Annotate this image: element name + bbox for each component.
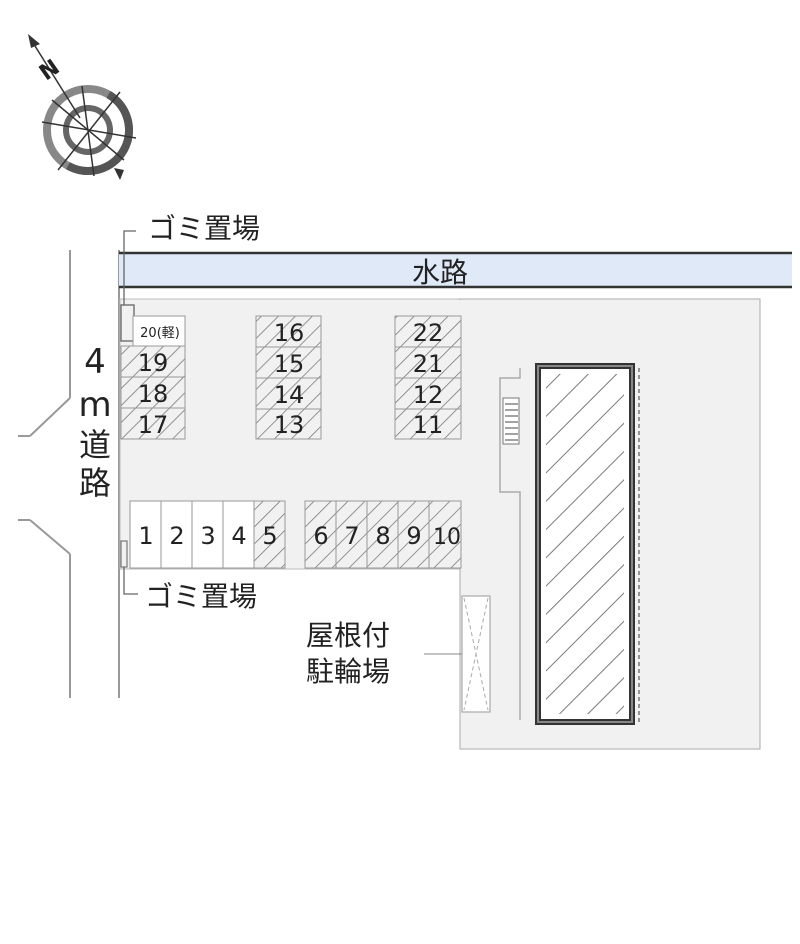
road-label: 4 m 道 路 (78, 342, 111, 502)
parking-slot-11: 11 (413, 411, 444, 439)
parking-slot-17: 17 (138, 411, 169, 439)
parking-slot-6: 6 (313, 522, 328, 550)
parking-slot-9: 9 (406, 522, 421, 550)
road-unit: m (78, 385, 111, 425)
parking-slot-19: 19 (138, 349, 169, 377)
parking-slot-18: 18 (138, 380, 169, 408)
garbage-label-bottom: ゴミ置場 (145, 580, 257, 613)
parking-slot-16: 16 (274, 319, 305, 347)
road-char-1: 道 (79, 426, 111, 464)
parking-slot-15: 15 (274, 350, 305, 378)
north-label: N (35, 55, 64, 86)
road-width: 4 (84, 342, 106, 382)
parking-slot-20: 20(軽) (140, 326, 180, 341)
road (18, 250, 120, 698)
garbage-area-bottom: ゴミ置場 (120, 540, 257, 613)
garbage-label-top: ゴミ置場 (148, 212, 260, 245)
stairs-icon (502, 397, 520, 445)
compass-rose-icon: N (28, 34, 137, 180)
waterway: 水路 (119, 251, 792, 289)
parking-slot-3: 3 (200, 522, 215, 550)
parking-left-column: 20(軽) 19 18 17 (120, 315, 186, 440)
parking-right-column: 22 21 12 11 (394, 315, 462, 440)
covered-bicycle-parking: 屋根付 駐輪場 (306, 595, 491, 713)
parking-slot-12: 12 (413, 381, 444, 409)
parking-row-b: 6 7 8 9 10 (304, 500, 462, 569)
bicycle-label-line-2: 駐輪場 (306, 655, 390, 688)
parking-slot-8: 8 (375, 522, 390, 550)
parking-slot-1: 1 (138, 522, 153, 550)
waterway-label: 水路 (412, 256, 468, 289)
parking-slot-14: 14 (274, 381, 305, 409)
parking-slot-7: 7 (344, 522, 359, 550)
parking-slot-4: 4 (231, 522, 246, 550)
road-char-2: 路 (79, 464, 111, 502)
parking-slot-10: 10 (433, 525, 461, 550)
garbage-area-top: ゴミ置場 (120, 212, 260, 342)
parking-row-a: 1 2 3 4 5 (129, 500, 286, 569)
parking-slot-22: 22 (413, 319, 444, 347)
parking-slot-13: 13 (274, 411, 305, 439)
bicycle-label-line-1: 屋根付 (306, 619, 390, 652)
parking-mid-column: 16 15 14 13 (255, 315, 322, 440)
parking-slot-5: 5 (262, 522, 277, 550)
parking-slot-2: 2 (169, 522, 184, 550)
apartment-building (535, 363, 640, 725)
parking-slot-21: 21 (413, 350, 444, 378)
